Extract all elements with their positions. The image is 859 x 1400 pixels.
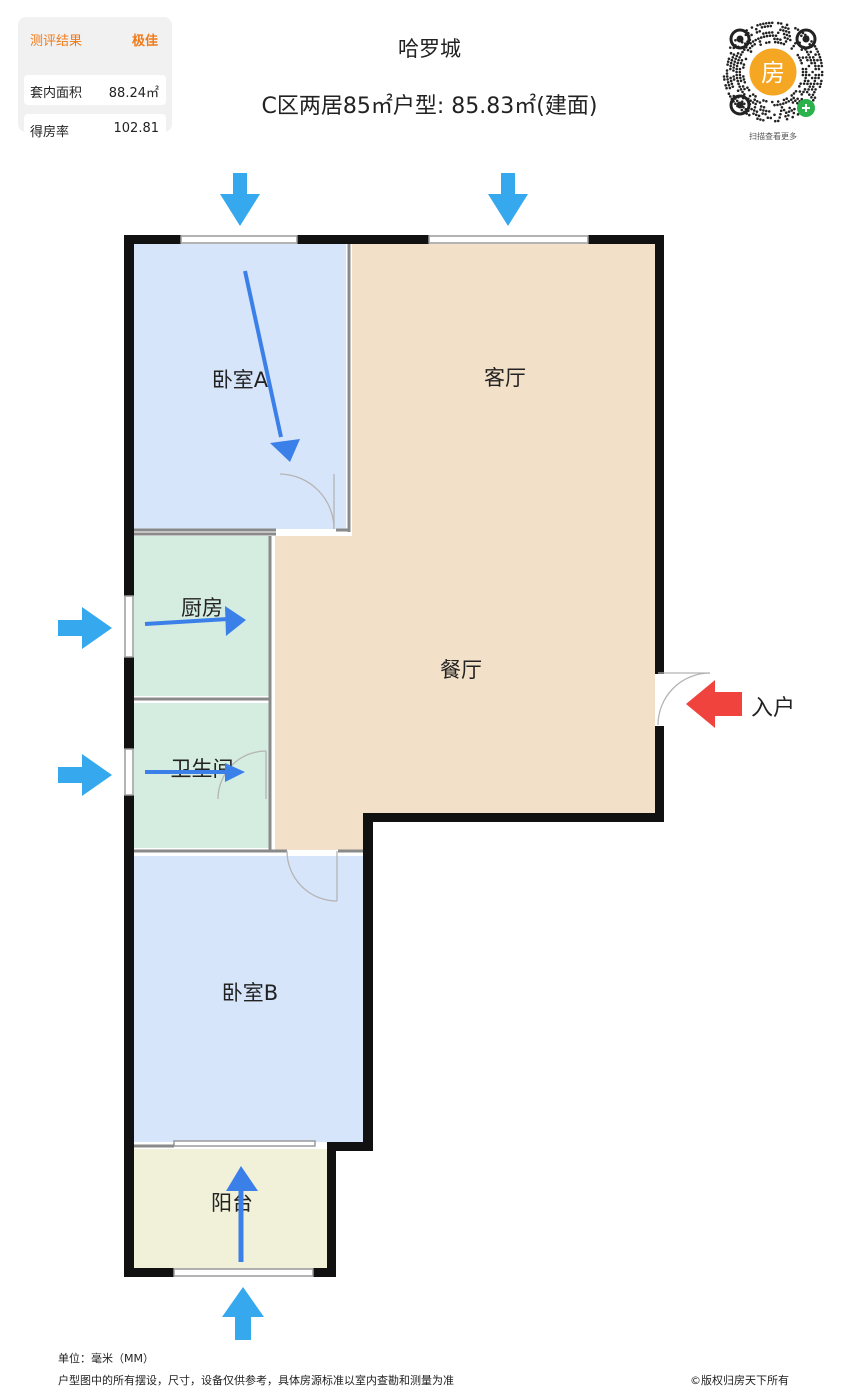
page-title: 哈罗城 (398, 37, 461, 61)
room-label-kitchen: 厨房 (181, 596, 223, 620)
room-label-dining: 餐厅 (440, 658, 482, 682)
area-label: 套内面积 (30, 86, 83, 101)
kitchen-area (134, 536, 270, 696)
bathroom-area (134, 703, 270, 848)
room-label-living: 客厅 (484, 366, 526, 390)
qr-caption: 扫描查看更多 (749, 132, 797, 141)
unit-note: 单位：毫米（MM） (58, 1352, 154, 1365)
ratio-label: 得房率 (30, 125, 70, 140)
flow-arrows (144, 270, 300, 1262)
room-label-balcony: 阳台 (211, 1191, 253, 1215)
area-value: 88.24㎡ (108, 86, 159, 101)
interior-walls (134, 244, 363, 1148)
room-label-bedroom-b: 卧室B (222, 981, 278, 1005)
bedroom-a-area (134, 244, 346, 529)
blue-arrow-icon (58, 173, 528, 1340)
living-dining-area (275, 244, 655, 850)
red-arrow-icon (686, 680, 742, 728)
ratio-row: 得房率 102.81 (24, 114, 166, 144)
outer-walls (124, 235, 664, 1277)
bedroom-b-area (134, 856, 363, 1142)
qr-code[interactable]: 房 (718, 17, 828, 127)
score-grade: 极佳 (131, 34, 158, 49)
entry-label: 入户 (751, 696, 796, 721)
score-card: 测评结果 极佳 套内面积 88.24㎡ 得房率 102.81 (18, 17, 172, 144)
qr-center-char: 房 (761, 59, 785, 87)
windows (124, 235, 589, 1277)
page-subtitle: C区两居85㎡户型: 85.83㎡(建面) (261, 94, 598, 119)
disclaimer: 户型图中的所有摆设，尺寸，设备仅供参考，具体房源标准以室内查勘和测量为准 (58, 1374, 454, 1387)
room-label-bathroom: 卫生间 (171, 757, 234, 781)
ratio-value: 102.81 (113, 121, 160, 136)
area-row: 套内面积 88.24㎡ (24, 75, 166, 105)
score-card-title: 测评结果 (30, 34, 83, 49)
doors (217, 473, 711, 902)
copyright: ©版权归房天下所有 (690, 1374, 789, 1387)
room-label-bedroom-a: 卧室A (212, 368, 269, 392)
balcony-area (134, 1149, 329, 1271)
